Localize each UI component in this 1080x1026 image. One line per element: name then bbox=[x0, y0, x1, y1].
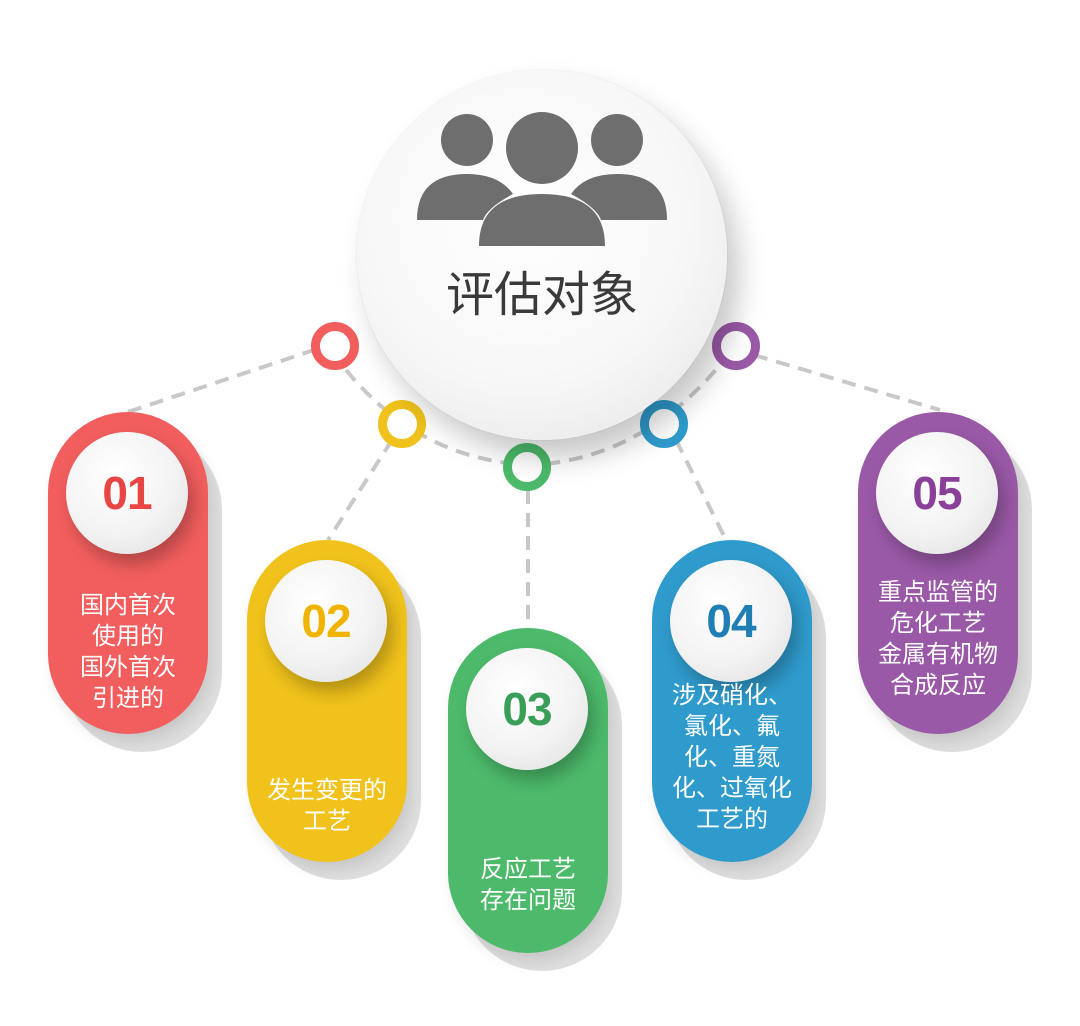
connector-ring-02 bbox=[378, 400, 426, 448]
item-badge-04: 04 bbox=[670, 560, 792, 682]
item-label-04: 涉及硝化、 氯化、氟 化、重氮 化、过氧化 工艺的 bbox=[672, 681, 792, 833]
item-badge-03: 03 bbox=[466, 648, 588, 770]
central-hub: 评估对象 bbox=[357, 70, 727, 440]
item-card-02: 02 发生变更的 工艺 bbox=[247, 540, 407, 862]
connector-ring-05 bbox=[712, 322, 760, 370]
item-badge-01: 01 bbox=[66, 432, 188, 554]
item-badge-02: 02 bbox=[265, 560, 387, 682]
item-label-03: 反应工艺 存在问题 bbox=[480, 855, 576, 914]
connector-ring-04 bbox=[640, 400, 688, 448]
people-group-icon bbox=[417, 112, 667, 246]
item-label-02: 发生变更的 工艺 bbox=[267, 776, 387, 835]
item-card-03: 03 反应工艺 存在问题 bbox=[448, 628, 608, 953]
connector-ring-01 bbox=[311, 322, 359, 370]
item-card-05: 05 重点监管的 危化工艺 金属有机物 合成反应 bbox=[858, 412, 1018, 734]
item-label-05: 重点监管的 危化工艺 金属有机物 合成反应 bbox=[878, 578, 998, 699]
hub-title: 评估对象 bbox=[445, 267, 638, 323]
item-card-01: 01 国内首次 使用的 国外首次 引进的 bbox=[48, 412, 208, 734]
item-label-01: 国内首次 使用的 国外首次 引进的 bbox=[80, 591, 176, 712]
item-badge-05: 05 bbox=[876, 432, 998, 554]
connector-ring-03 bbox=[503, 443, 551, 491]
item-card-04: 04 涉及硝化、 氯化、氟 化、重氮 化、过氧化 工艺的 bbox=[652, 540, 812, 862]
